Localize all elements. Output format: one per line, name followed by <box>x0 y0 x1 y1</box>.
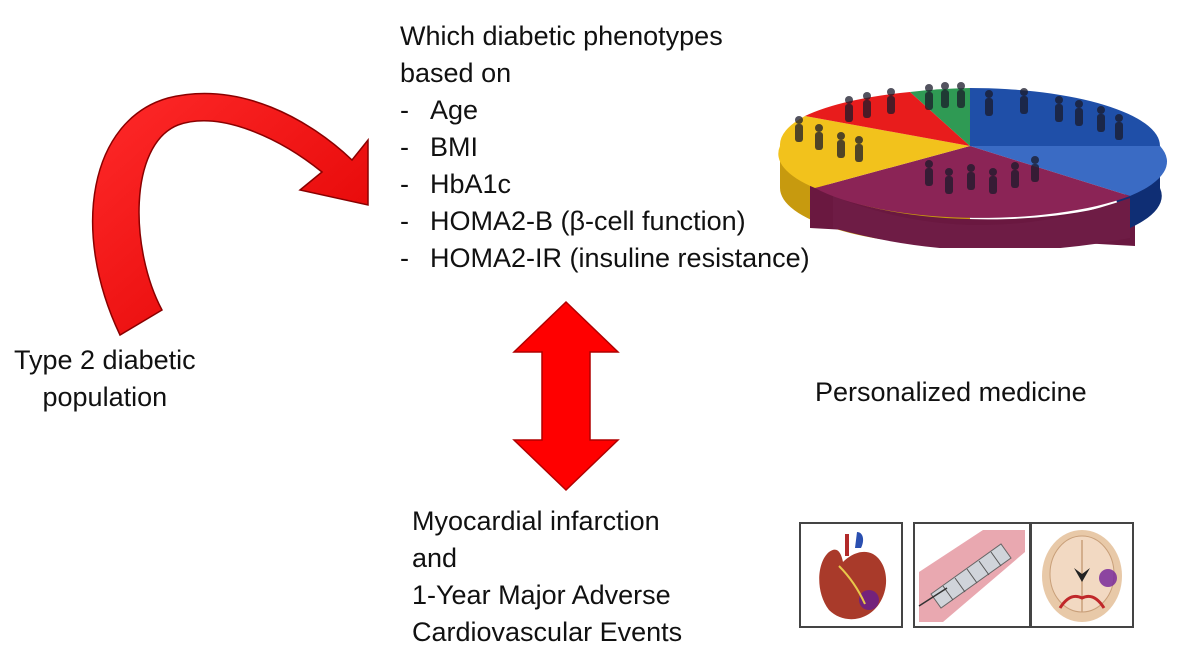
personalized-medicine-label: Personalized medicine <box>815 377 1087 407</box>
population-label: Type 2 diabetic population <box>14 345 196 412</box>
double-arrow <box>512 300 620 492</box>
people-pie-chart-icon <box>778 82 1168 248</box>
criteria-item: -HOMA2-IR (insuline resistance) <box>400 243 810 273</box>
stent-icon <box>913 522 1031 628</box>
question-line-2: based on <box>400 58 512 88</box>
question-line-1: Which diabetic phenotypes <box>400 21 723 51</box>
criteria-list: -Age -BMI -HbA1c -HOMA2-B (β-cell functi… <box>400 92 810 277</box>
phenotype-question: Which diabetic phenotypes based on -Age … <box>400 18 810 277</box>
criteria-item: -Age <box>400 95 479 125</box>
brain-icon <box>1030 522 1134 628</box>
criteria-item: -HOMA2-B (β-cell function) <box>400 206 746 236</box>
criteria-item: -BMI <box>400 132 479 162</box>
outcomes-label: Myocardial infarction and 1-Year Major A… <box>412 506 683 647</box>
heart-icon <box>799 522 903 628</box>
criteria-item: -HbA1c <box>400 169 512 199</box>
